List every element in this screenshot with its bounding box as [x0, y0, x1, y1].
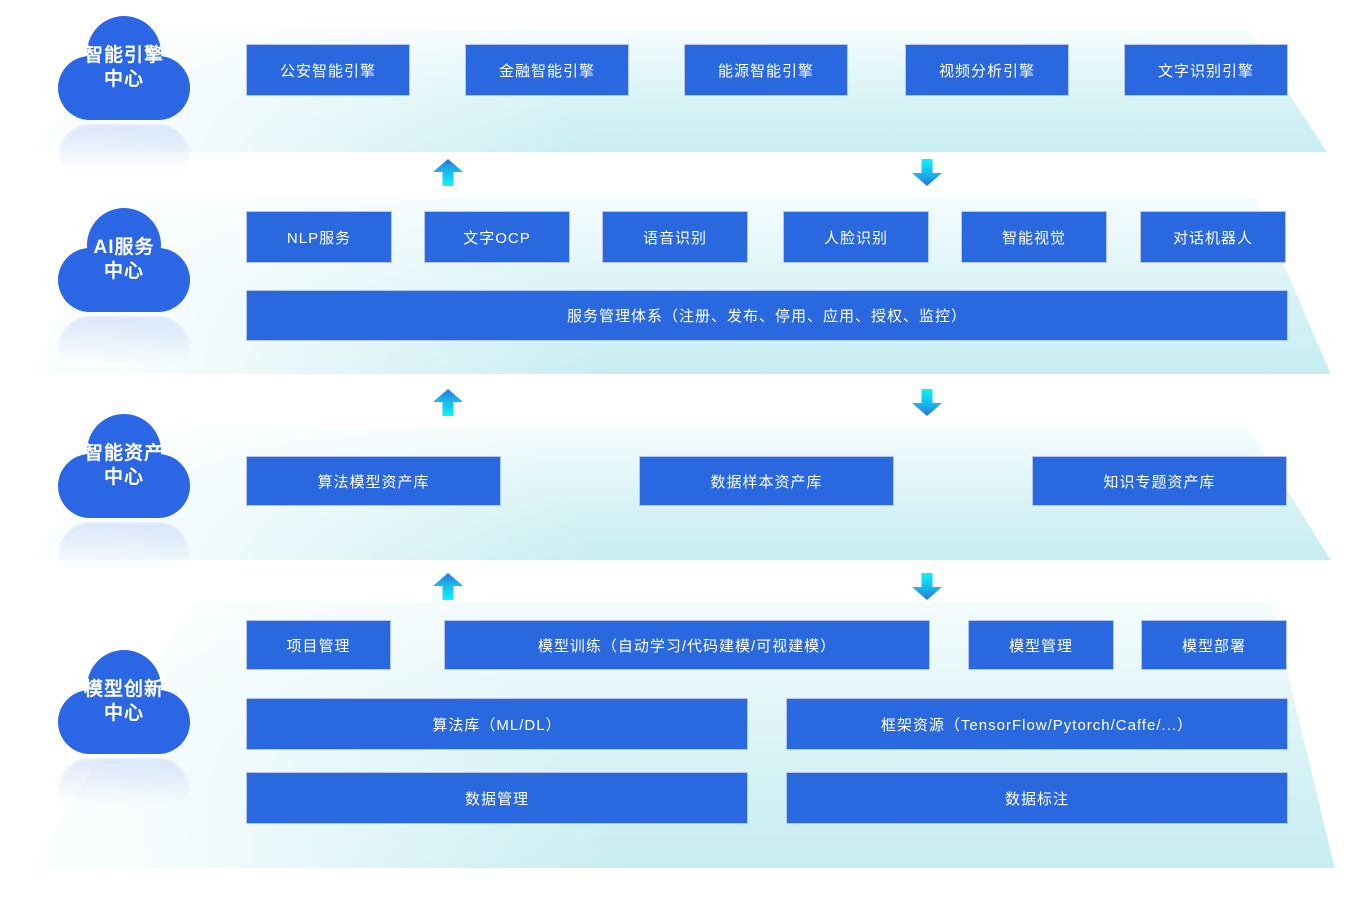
- node-knowledge-topic-asset-library: 知识专题资产库: [1032, 456, 1287, 506]
- node-data-management: 数据管理: [246, 772, 748, 824]
- cloud-ai-service-center: AI服务中心: [58, 208, 190, 312]
- cloud-intelligent-engine-center: 智能引擎中心: [58, 16, 190, 120]
- arrow-down-icon: [912, 573, 942, 600]
- node-intelligent-vision: 智能视觉: [961, 211, 1107, 263]
- node-data-sample-asset-library: 数据样本资产库: [639, 456, 894, 506]
- node-algorithm-library: 算法库（ML/DL）: [246, 698, 748, 750]
- node-chatbot: 对话机器人: [1140, 211, 1286, 263]
- cloud-reflection: [58, 316, 190, 380]
- node-face-recognition: 人脸识别: [783, 211, 929, 263]
- node-model-management: 模型管理: [968, 620, 1114, 670]
- node-nlp-service: NLP服务: [246, 211, 392, 263]
- node-text-ocp: 文字OCP: [424, 211, 570, 263]
- cloud-reflection: [58, 522, 190, 586]
- arrow-down-icon: [912, 159, 942, 186]
- node-data-annotation: 数据标注: [786, 772, 1288, 824]
- cloud-label: 智能资产中心: [83, 443, 164, 488]
- arrow-up-icon: [433, 159, 463, 186]
- cloud-reflection: [58, 124, 190, 188]
- cloud-label: 模型创新中心: [83, 679, 164, 724]
- node-video-analysis-engine: 视频分析引擎: [905, 44, 1069, 96]
- cloud-reflection: [58, 758, 190, 822]
- cloud-model-innovation-center: 模型创新中心: [58, 650, 190, 754]
- arrow-down-icon: [912, 389, 942, 416]
- node-framework-resources: 框架资源（TensorFlow/Pytorch/Caffe/...）: [786, 698, 1288, 750]
- node-algorithm-model-asset-library: 算法模型资产库: [246, 456, 501, 506]
- cloud-label: 智能引擎中心: [83, 45, 164, 90]
- cloud-intelligent-asset-center: 智能资产中心: [58, 414, 190, 518]
- node-text-recognition-engine: 文字识别引擎: [1124, 44, 1288, 96]
- node-model-training: 模型训练（自动学习/代码建模/可视建模）: [444, 620, 930, 670]
- bar-service-management-system: 服务管理体系（注册、发布、停用、应用、授权、监控）: [246, 290, 1288, 341]
- arrow-up-icon: [433, 389, 463, 416]
- cloud-label: AI服务中心: [93, 237, 155, 282]
- node-energy-intelligence-engine: 能源智能引擎: [684, 44, 848, 96]
- node-model-deployment: 模型部署: [1141, 620, 1287, 670]
- node-speech-recognition: 语音识别: [602, 211, 748, 263]
- node-police-intelligence-engine: 公安智能引擎: [246, 44, 410, 96]
- node-finance-intelligence-engine: 金融智能引擎: [465, 44, 629, 96]
- arrow-up-icon: [433, 573, 463, 600]
- node-project-management: 项目管理: [246, 620, 391, 670]
